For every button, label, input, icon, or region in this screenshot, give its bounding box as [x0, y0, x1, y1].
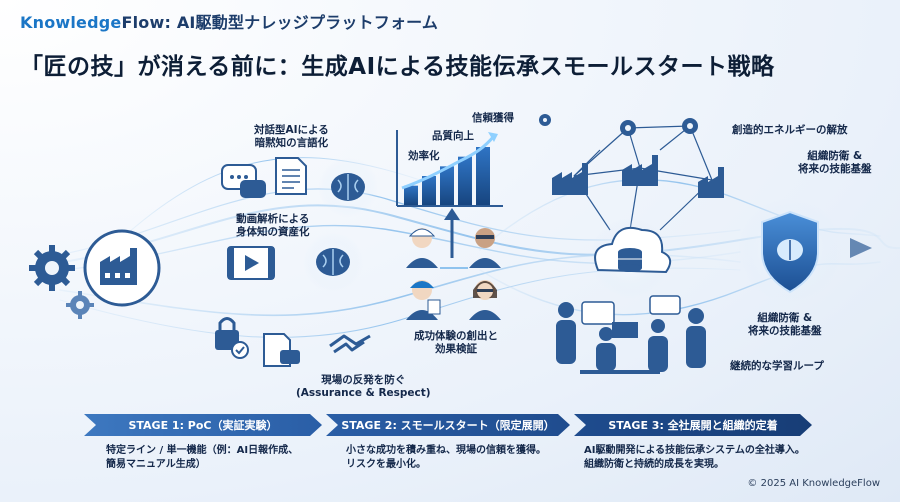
label-dialogue-ai: 対話型AIによる暗黙知の言語化 [254, 124, 329, 149]
stage-2-description: 小さな成功を積み重ね、現場の信頼を獲得。リスクを最小化。 [346, 445, 546, 470]
shield-icon [738, 198, 842, 302]
chart-bar [440, 166, 454, 205]
stage-2-bar: STAGE 2: スモールスタート（限定展開） [326, 414, 570, 436]
label-quality: 品質向上 [432, 130, 474, 142]
brain-icon [318, 157, 378, 217]
label-video-analysis: 動画解析による身体知の資産化 [236, 213, 310, 238]
stage-1-bar: STAGE 1: PoC（実証実験） [84, 414, 322, 436]
label-defense-top: 組織防衛 &将来の技能基盤 [798, 150, 872, 175]
factory-icon [622, 155, 658, 186]
growth-chart [396, 130, 503, 207]
up-arrow-icon [444, 208, 460, 258]
label-prevent-backlash: 現場の反発を防ぐ(Assurance & Respect) [296, 374, 431, 399]
chart-bar [404, 185, 418, 205]
chart-bar [422, 176, 436, 205]
label-learning-loop: 継続的な学習ループ [730, 360, 824, 372]
gear-icon [539, 114, 551, 126]
gear-icon [620, 120, 636, 136]
label-success: 成功体験の創出と効果検証 [414, 330, 498, 355]
lock-icon [215, 317, 249, 359]
copyright: © 2025 AI KnowledgeFlow [747, 478, 880, 489]
stage-3-description: AI駆動開発による技能伝承システムの全社導入。組織防衛と持続的成長を実現。 [584, 445, 805, 470]
feedback-icon [263, 333, 300, 367]
gear-icon [29, 245, 75, 291]
brand-header: KnowledgeFlow: AI駆動型ナレッジプラットフォーム [20, 13, 439, 32]
factory-icon [552, 163, 588, 195]
stage-3-bar: STAGE 3: 全社展開と組織的定着 [574, 414, 812, 436]
cloud-database-icon [590, 218, 672, 298]
worker-icon [469, 228, 501, 268]
handshake-icon [329, 334, 371, 354]
chart-bar [458, 156, 472, 205]
factory-icon [83, 229, 161, 307]
gear-icon [66, 291, 94, 319]
trend-line [401, 135, 496, 190]
gear-icon [682, 118, 698, 134]
label-defense-bottom: 組織防衛 &将来の技能基盤 [748, 312, 822, 337]
document-icon [275, 157, 307, 195]
label-efficiency: 効率化 [408, 150, 440, 162]
chart-bar [476, 147, 490, 205]
page-title: 「匠の技」が消える前に：生成AIによる技能伝承スモールスタート戦略 [20, 54, 775, 80]
factory-icon [698, 167, 724, 198]
arrow-icon [488, 132, 498, 142]
label-trust: 信頼獲得 [472, 112, 514, 124]
arrow-icon [850, 238, 872, 258]
worker-icon [406, 280, 441, 320]
worker-icon [406, 228, 438, 268]
chat-icon [221, 164, 266, 198]
label-creative-energy: 創造的エネルギーの解放 [732, 124, 848, 136]
brain-icon [303, 232, 363, 292]
worker-icon [469, 280, 501, 320]
team-meeting [556, 295, 706, 374]
video-icon [227, 246, 275, 280]
stage-1-description: 特定ライン / 単一機能（例：AI日報作成、簡易マニュアル生成） [106, 445, 299, 470]
